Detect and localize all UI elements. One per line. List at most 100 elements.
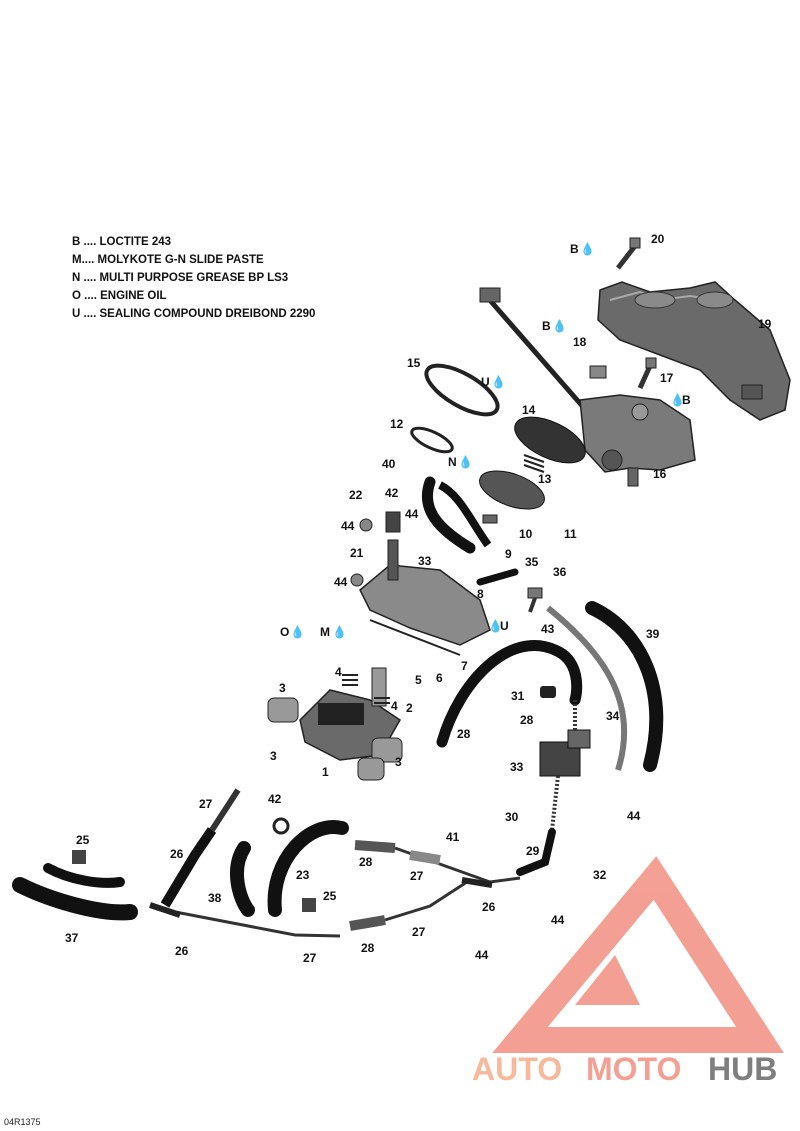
spring: [342, 674, 390, 704]
callout-label: 36: [553, 565, 567, 579]
callout-label: 14: [522, 403, 536, 417]
o-ring: [424, 363, 500, 417]
callout-label: 44: [551, 913, 565, 927]
callout-label: 9: [505, 547, 512, 561]
clip: [72, 850, 86, 864]
legend-row: B .... LOCTITE 243: [72, 236, 172, 248]
clip: [302, 898, 316, 912]
callout-label: 33: [510, 760, 524, 774]
callout-label: 44: [475, 948, 489, 962]
hose: [267, 820, 349, 917]
callout-label: 3: [279, 681, 286, 695]
droplet-icon: 💧: [332, 625, 347, 639]
droplet-icon: 💧: [670, 393, 685, 407]
pin: [482, 514, 498, 524]
valve-cover: [597, 281, 791, 421]
hose: [476, 568, 519, 586]
legend-row: U .... SEALING COMPOUND DREIBOND 2290: [72, 308, 316, 320]
droplet-icon: 💧: [580, 242, 595, 256]
o-ring: [410, 426, 454, 454]
legend-row: N .... MULTI PURPOSE GREASE BP LS3: [72, 272, 289, 284]
nut: [359, 518, 373, 532]
callout-label: 27: [303, 951, 317, 965]
spring: [523, 454, 545, 473]
callout-label: 31: [511, 689, 525, 703]
hose: [409, 850, 441, 865]
callout-label: 26: [175, 944, 189, 958]
compound-mark-label: N: [448, 455, 457, 469]
check-valve: [349, 915, 386, 931]
callout-label: 4: [391, 699, 398, 713]
callout-label: 7: [461, 659, 468, 673]
callout-label: 41: [446, 830, 460, 844]
hose: [436, 640, 583, 748]
watermark-text-2: MOTO: [586, 1051, 681, 1087]
watermark-text-3: HUB: [708, 1051, 777, 1087]
hose: [160, 827, 217, 908]
callout-label: 27: [199, 797, 213, 811]
hose: [164, 908, 341, 938]
callout-label: 3: [270, 749, 277, 763]
callout-label: 2: [406, 701, 413, 715]
callout-label: 12: [390, 417, 404, 431]
check-valve: [354, 840, 396, 853]
legend-row: M.... MOLYKOTE G-N SLIDE PASTE: [72, 254, 264, 266]
callout-label: 23: [296, 868, 310, 882]
washer: [589, 365, 607, 379]
actuator-body: [267, 667, 403, 781]
callout-label: 4: [335, 665, 342, 679]
hose: [585, 601, 664, 772]
callout-label: 44: [627, 809, 641, 823]
callout-label: 29: [526, 844, 540, 858]
droplet-icon: 💧: [290, 625, 305, 639]
callout-label: 40: [382, 457, 396, 471]
droplet-icon: 💧: [458, 455, 473, 469]
callout-label: 24: [105, 876, 119, 890]
compound-mark-label: B: [570, 242, 579, 256]
callout-label: 44: [405, 507, 419, 521]
throttle-base: [359, 511, 491, 656]
cap: [540, 686, 556, 698]
compound-mark-label: B: [542, 319, 551, 333]
callout-label: 19: [758, 317, 772, 331]
diaphragm: [514, 416, 586, 464]
watermark-logo: AUTO MOTO HUB: [472, 856, 784, 1087]
hose: [546, 605, 628, 771]
callout-label: 22: [349, 488, 363, 502]
solenoid-valve: [539, 700, 591, 831]
hose: [230, 841, 255, 917]
drawing-reference-code: 04R1375: [4, 1117, 41, 1127]
compound-mark-label: M: [320, 625, 330, 639]
legend-row: O .... ENGINE OIL: [72, 290, 167, 302]
callout-label: 42: [385, 486, 399, 500]
callout-label: 28: [457, 727, 471, 741]
hose: [437, 481, 492, 548]
hose: [421, 476, 476, 554]
actuator-housing: [579, 394, 696, 487]
callout-label: 3: [395, 755, 402, 769]
callout-label: 15: [407, 356, 421, 370]
tee-fitting: [149, 902, 181, 918]
callout-label: 28: [361, 941, 375, 955]
tee-fitting: [461, 877, 493, 888]
bolt: [527, 587, 543, 613]
hose: [12, 877, 138, 921]
callout-label: 35: [525, 555, 539, 569]
callout-label: 39: [646, 627, 660, 641]
hose: [384, 878, 471, 922]
callout-label: 26: [482, 900, 496, 914]
watermark-text-1: AUTO: [472, 1051, 562, 1087]
callout-label: 30: [505, 810, 519, 824]
callout-label: 6: [436, 671, 443, 685]
check-valve: [209, 788, 241, 832]
legend: B .... LOCTITE 243 M.... MOLYKOTE G-N SL…: [72, 233, 315, 323]
callout-label: 11: [564, 527, 577, 541]
callout-label: 34: [606, 709, 620, 723]
disc: [479, 470, 545, 510]
callout-label: 13: [538, 472, 552, 486]
hose: [43, 863, 125, 888]
callout-label: 27: [410, 869, 424, 883]
callout-label: 26: [170, 847, 184, 861]
